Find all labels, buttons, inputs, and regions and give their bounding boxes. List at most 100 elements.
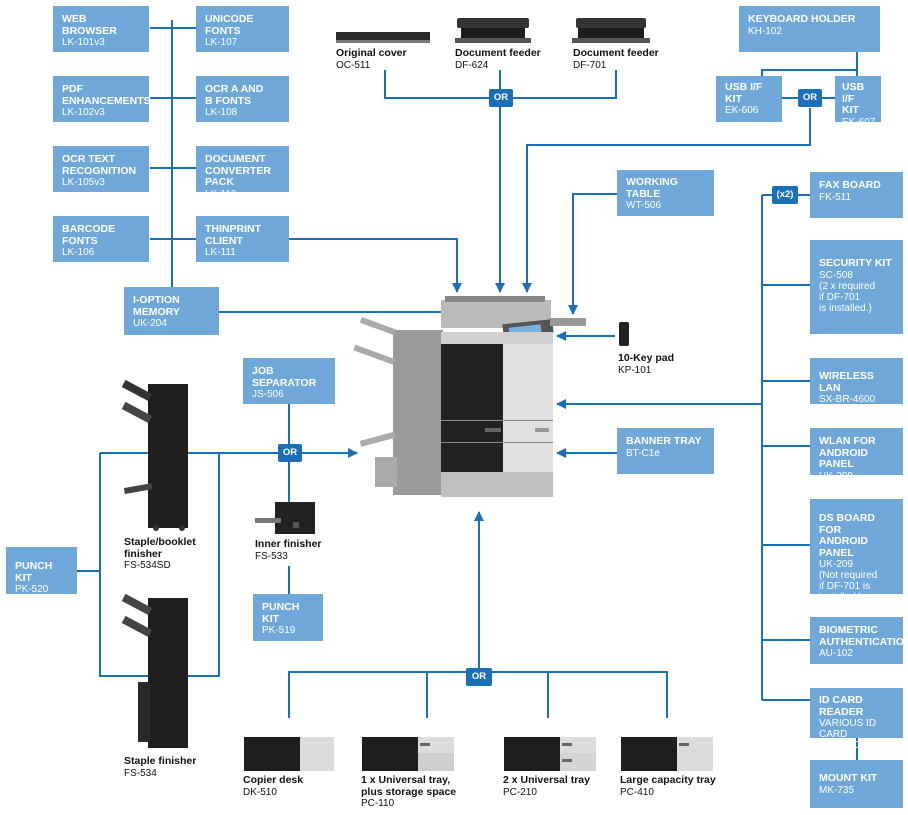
product-name: Document feeder	[455, 47, 541, 59]
option-code: SC-508 (2 x required if DF-701 is instal…	[819, 269, 876, 314]
option-title: OCR A AND B FONTS	[205, 83, 264, 107]
label-original-cover: Original cover OC-511	[336, 47, 407, 71]
product-code: FS-534SD	[124, 560, 171, 571]
option-code: UK-208	[819, 470, 853, 482]
product-name: Document feeder	[573, 47, 659, 59]
option-code: EK-606	[725, 105, 759, 116]
option-title: WLAN FOR ANDROID PANEL	[819, 435, 876, 470]
option-i-option-memory: i-OPTION MEMORY UK-204	[124, 287, 219, 335]
universal-tray-storage-image	[362, 737, 454, 771]
label-large-capacity-tray: Large capacity tray PC-410	[620, 774, 716, 798]
option-code: LK-106	[62, 247, 95, 258]
option-code: EK-607	[842, 116, 876, 128]
product-code: OC-511	[336, 59, 371, 71]
option-punch-kit-pk520: PUNCH KIT PK-520	[6, 547, 77, 595]
option-title: WEB BROWSER	[62, 13, 117, 37]
label-universal-tray-storage: 1 x Universal tray, plus storage space P…	[361, 774, 456, 809]
product-name: Original cover	[336, 47, 407, 59]
option-title: BARCODE FONTS	[62, 223, 116, 247]
label-copier-desk: Copier desk DK-510	[243, 774, 304, 798]
option-working-table: WORKING TABLE WT-506	[617, 170, 714, 216]
option-title: OCR TEXT RECOGNITION	[62, 153, 137, 177]
option-code: LK-107	[205, 37, 238, 48]
or-badge-usb: OR	[798, 89, 822, 107]
option-code: LK-101v3	[62, 37, 105, 48]
product-code: DF-701	[573, 59, 607, 71]
product-code: PC-210	[503, 786, 537, 798]
option-job-separator: JOB SEPARATOR JS-506	[243, 358, 335, 404]
option-title: USB I/F KIT	[842, 81, 865, 116]
product-name: Staple/booklet finisher	[124, 536, 196, 560]
option-title: FAX BOARD	[819, 179, 881, 191]
option-ocr-a-b-fonts: OCR A AND B FONTS LK-108	[196, 76, 289, 122]
mfp-main-unit-image	[353, 296, 586, 497]
option-title: UNICODE FONTS	[205, 13, 254, 37]
option-wireless-lan: WIRELESS LAN SX-BR-4600	[810, 358, 903, 405]
staple-finisher-image	[121, 593, 188, 748]
option-id-card-reader: ID CARD READER VARIOUS ID CARD TECHNOLOG…	[810, 688, 903, 751]
option-barcode-fonts: BARCODE FONTS LK-106	[53, 216, 149, 262]
option-code: AU-102	[819, 648, 853, 659]
option-title: ID CARD READER	[819, 694, 864, 718]
option-title: KEYBOARD HOLDER	[748, 13, 856, 25]
inner-finisher-image	[255, 502, 315, 534]
option-title: PUNCH KIT	[15, 560, 53, 584]
option-code: VARIOUS ID CARD TECHNOLOGIES	[819, 718, 899, 751]
option-web-browser: WEB BROWSER LK-101v3	[53, 6, 149, 52]
product-name: Staple finisher	[124, 755, 197, 767]
product-code: FS-534	[124, 767, 157, 779]
option-code: LK-105v3	[62, 177, 105, 188]
option-unicode-fonts: UNICODE FONTS LK-107	[196, 6, 289, 52]
option-fax-board: FAX BOARD FK-511	[810, 172, 903, 218]
option-title: WORKING TABLE	[626, 176, 678, 200]
option-code: JS-506	[252, 389, 284, 400]
option-code: WT-506	[626, 200, 662, 211]
original-cover-image	[336, 32, 430, 43]
product-name: 10-Key pad	[618, 352, 675, 364]
option-title: DOCUMENT CONVERTER PACK	[205, 153, 271, 188]
option-code: LK-110	[205, 188, 237, 200]
option-code: MK-735	[819, 784, 855, 796]
option-thinprint-client: THINPRINT CLIENT LK-111	[196, 216, 289, 262]
option-code: LK-111	[205, 247, 236, 258]
product-name: Inner finisher	[255, 538, 322, 550]
option-code: SX-BR-4600	[819, 394, 876, 405]
option-mount-kit: MOUNT KIT MK-735	[810, 760, 903, 808]
option-keyboard-holder: KEYBOARD HOLDER KH-102	[739, 6, 880, 52]
option-title: USB I/F KIT	[725, 81, 763, 105]
option-usb-kit-ek606: USB I/F KIT EK-606	[716, 76, 782, 122]
product-code: PC-410	[620, 786, 654, 798]
or-badge-covers: OR	[489, 89, 513, 107]
label-10-key-pad: 10-Key pad KP-101	[618, 352, 675, 376]
option-title: BANNER TRAY	[626, 435, 702, 447]
product-name: Large capacity tray	[620, 774, 716, 786]
or-badge-trays: OR	[466, 668, 492, 686]
product-code: KP-101	[618, 364, 652, 376]
option-title: SECURITY KIT	[819, 257, 892, 269]
option-title: MOUNT KIT	[819, 772, 878, 784]
option-title: THINPRINT CLIENT	[205, 223, 261, 247]
option-ds-board-android-panel: DS BOARD FOR ANDROID PANEL UK-209 (Not r…	[810, 499, 903, 603]
product-code: FS-533	[255, 550, 288, 562]
option-code: UK-209 (Not required if DF-701 is instal…	[819, 559, 878, 603]
product-name: Copier desk	[243, 774, 304, 786]
option-title: JOB SEPARATOR	[252, 365, 317, 389]
option-code: LK-108	[205, 107, 238, 118]
product-name: 2 x Universal tray	[503, 774, 590, 786]
product-code: DK-510	[243, 786, 277, 798]
option-title: PDF ENHANCEMENTS	[62, 83, 151, 107]
option-document-converter-pack: DOCUMENT CONVERTER PACK LK-110	[196, 146, 289, 200]
label-staple-booklet-finisher: Staple/booklet finisher FS-534SD	[124, 536, 196, 571]
option-title: PUNCH KIT	[262, 601, 300, 625]
option-code: UK-204	[133, 318, 167, 329]
product-code: DF-624	[455, 59, 489, 71]
option-code: FK-511	[819, 191, 852, 203]
label-2x-universal-tray: 2 x Universal tray PC-210	[503, 774, 590, 798]
option-title: BIOMETRIC AUTHENTICATION	[819, 624, 908, 648]
option-punch-kit-pk519: PUNCH KIT PK-519	[253, 594, 323, 641]
copier-desk-image	[244, 737, 334, 771]
label-document-feeder-df701: Document feeder DF-701	[573, 47, 659, 71]
option-usb-kit-ek607: USB I/F KIT EK-607	[835, 76, 881, 128]
option-ocr-text-recognition: OCR TEXT RECOGNITION LK-105v3	[53, 146, 149, 192]
10-key-pad-image	[619, 322, 629, 346]
